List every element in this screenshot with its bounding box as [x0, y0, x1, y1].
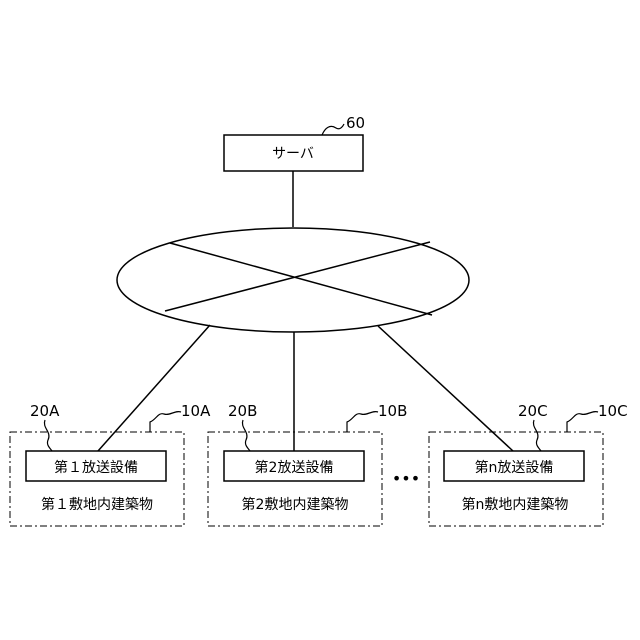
server-label: サーバ	[272, 146, 314, 162]
server-node: サーバ 60	[224, 114, 365, 171]
equipment-ref-2: 20B	[228, 402, 257, 420]
equipment-ref-3: 20C	[518, 402, 548, 420]
site-2: 第2放送設備 第2敷地内建築物 20B 10B	[208, 402, 407, 526]
building-ref-1: 10A	[181, 402, 211, 420]
building-label-3: 第n敷地内建築物	[462, 496, 569, 513]
equipment-label-1: 第１放送設備	[54, 459, 138, 476]
building-ref-3: 10C	[598, 402, 628, 420]
equipment-ref-leader-2	[242, 420, 250, 451]
network-ellipse	[117, 228, 469, 332]
building-label-1: 第１敷地内建築物	[41, 496, 153, 513]
site-1: 第１放送設備 第１敷地内建築物 20A 10A	[10, 402, 211, 526]
network-cloud	[117, 228, 469, 332]
server-ref-leader	[322, 124, 344, 135]
link-site-1	[98, 325, 210, 451]
server-ref-label: 60	[346, 114, 365, 132]
building-ref-leader-1	[150, 412, 181, 432]
equipment-label-2: 第2放送設備	[255, 459, 334, 476]
building-ref-leader-3	[567, 412, 598, 432]
more-sites-ellipsis: •••	[392, 469, 420, 488]
equipment-ref-leader-3	[533, 420, 541, 451]
building-ref-2: 10B	[378, 402, 407, 420]
site-3: 第n放送設備 第n敷地内建築物 20C 10C	[429, 402, 628, 526]
equipment-ref-1: 20A	[30, 402, 60, 420]
equipment-label-3: 第n放送設備	[475, 459, 554, 476]
building-ref-leader-2	[347, 412, 378, 432]
equipment-ref-leader-1	[44, 420, 52, 451]
building-label-2: 第2敷地内建築物	[242, 496, 349, 513]
